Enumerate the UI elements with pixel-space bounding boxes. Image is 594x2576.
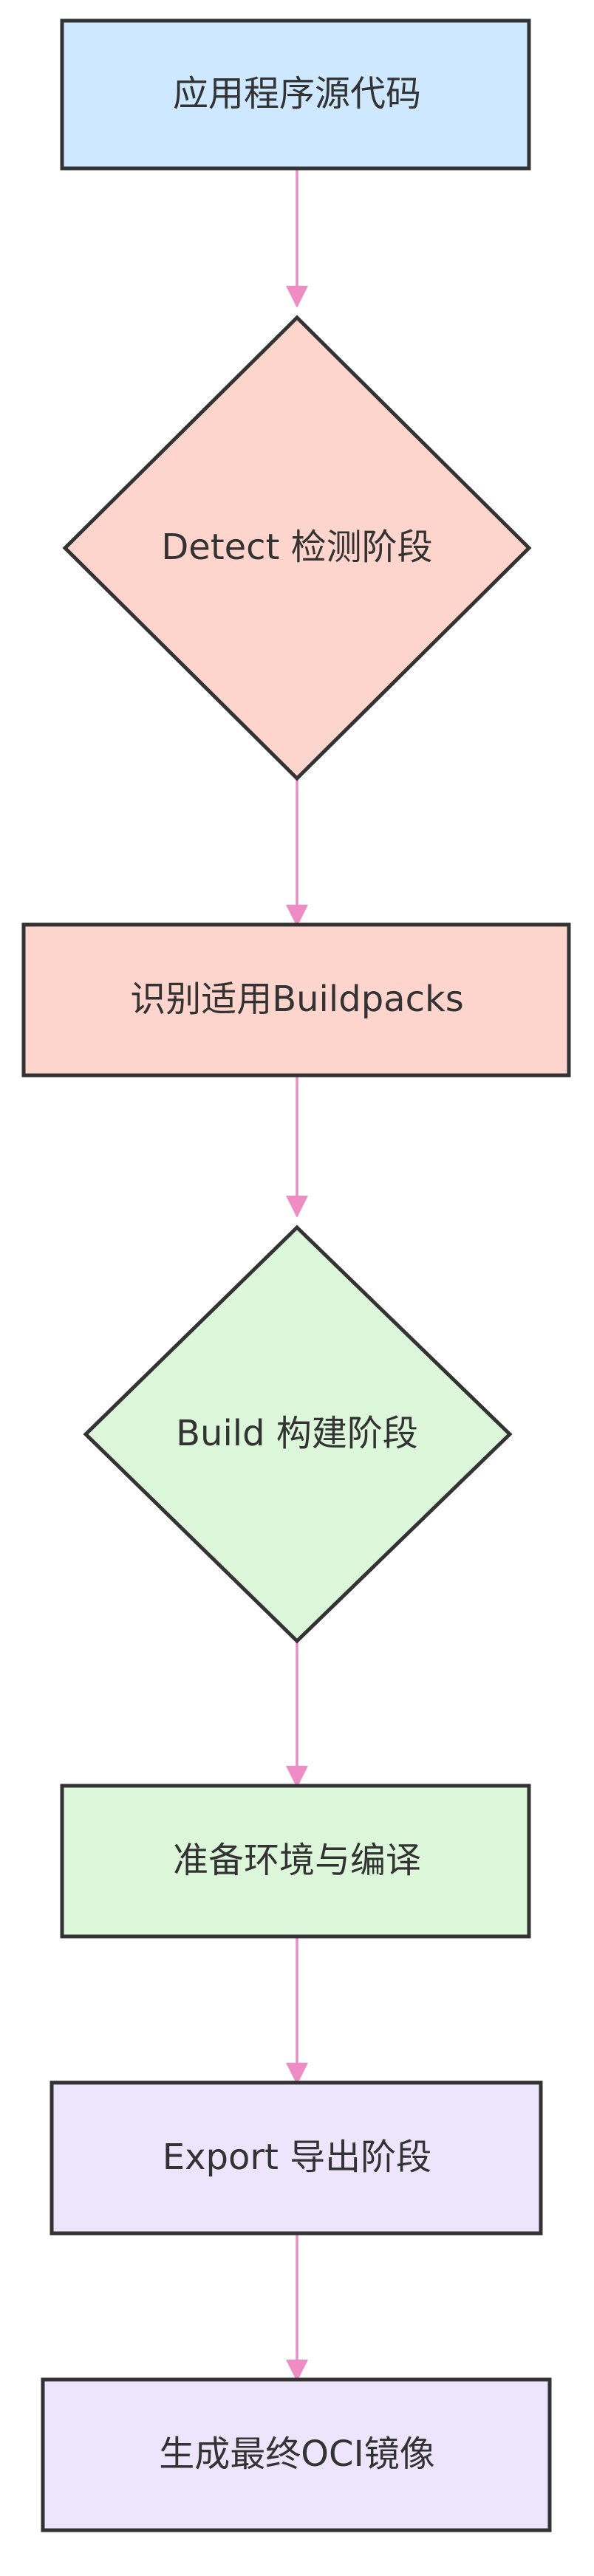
node-image-label: 生成最终OCI镜像 bbox=[159, 2433, 434, 2475]
node-detect-diamond bbox=[62, 315, 532, 781]
node-build-diamond bbox=[83, 1224, 513, 1644]
node-source: 应用程序源代码 bbox=[60, 18, 531, 171]
node-detect-label: Detect 检测阶段 bbox=[161, 527, 432, 568]
node-detect: Detect 检测阶段 bbox=[62, 315, 532, 781]
node-identify-label: 识别适用Buildpacks bbox=[130, 979, 464, 1020]
node-identify: 识别适用Buildpacks bbox=[21, 922, 571, 1078]
node-export-box bbox=[50, 2080, 543, 2236]
node-image: 生成最终OCI镜像 bbox=[41, 2377, 552, 2532]
node-identify-box bbox=[21, 922, 571, 1078]
node-build: Build 构建阶段 bbox=[83, 1224, 513, 1644]
node-export: Export 导出阶段 bbox=[50, 2080, 543, 2236]
node-prepare-box bbox=[60, 1784, 531, 1939]
node-source-label: 应用程序源代码 bbox=[173, 73, 421, 114]
node-export-label: Export 导出阶段 bbox=[163, 2137, 431, 2178]
node-source-box bbox=[60, 18, 531, 171]
node-prepare-label: 准备环境与编译 bbox=[173, 1840, 421, 1881]
node-image-box bbox=[41, 2377, 552, 2532]
nodes: 应用程序源代码 Detect 检测阶段 识别适用Buildpacks Build… bbox=[21, 18, 571, 2532]
node-build-label: Build 构建阶段 bbox=[176, 1413, 418, 1454]
node-prepare: 准备环境与编译 bbox=[60, 1784, 531, 1939]
